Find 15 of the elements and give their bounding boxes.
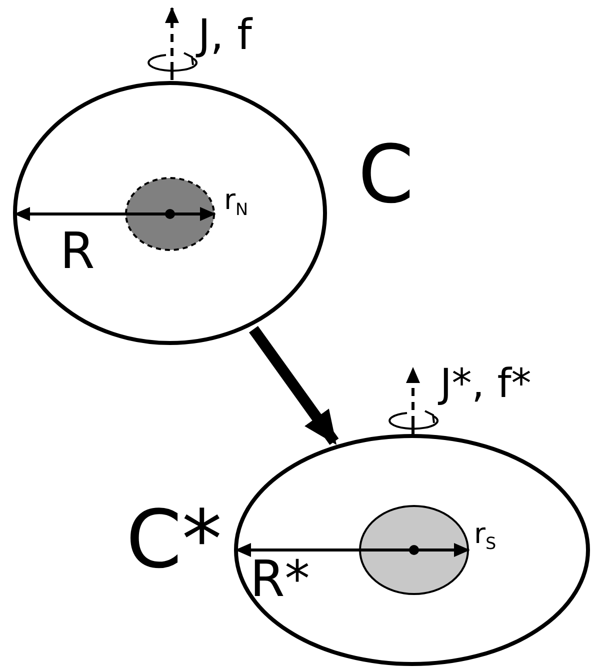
axis-label: J, f [198,14,252,56]
cell-ellipse [234,434,590,666]
nucleus-ellipse [359,505,469,595]
nucleus-ellipse [125,177,215,251]
cell-label: C* [126,500,222,580]
cell-label: C [358,135,414,215]
axis-label: J*, f* [440,364,532,404]
radius-label: R [60,226,95,276]
radius-arrow [14,207,216,221]
radius-label: R* [250,554,310,604]
radius-arrow [235,543,470,557]
radius-label: r$_{N}$ [224,186,248,218]
radius-label: r$_{S}$ [474,520,496,552]
cell-ellipse [13,81,327,345]
arrow [249,326,339,445]
